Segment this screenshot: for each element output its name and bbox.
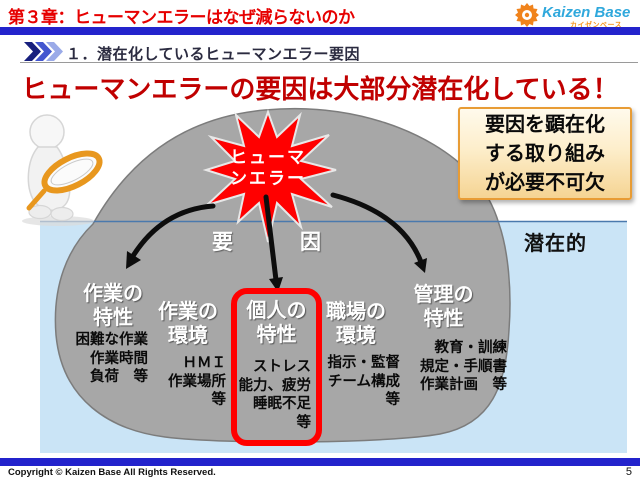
starburst-shape [202,109,337,243]
factor-group-items: 教育・訓練 規定・手順書 作業計画 等 [420,340,507,393]
latent-label: 潜在的 [524,233,587,255]
factor-group-work-characteristics: 作業の 特性 困難な作業 作業時間 負荷 等 [60,283,149,387]
factor-group-title: 管理の 特性 [413,284,474,330]
starburst-label-line: ヒューマ [230,148,306,167]
headline: ヒューマンエラーの要因は大部分潜在化している！ [21,74,619,104]
factor-group-workplace-environment: 職場の 環境 指示・監督 チーム構成 等 [312,301,400,410]
logo-text: Kaizen Base [542,4,631,21]
callout-box: 要因を顕在化 する取り組み が必要不可欠 [458,107,632,200]
factor-group-items: 困難な作業 作業時間 負荷 等 [75,332,149,385]
copyright-text: Copyright © Kaizen Base All Rights Reser… [8,467,216,478]
cause-label-right: 因 [300,231,321,254]
kaizen-base-logo: Kaizen Base カイゼンベース [514,2,634,29]
header-divider-bar [0,27,640,35]
callout-line: する取り組み [485,143,605,165]
factor-group-items: ＨＭＩ 作業場所 等 [168,355,226,408]
section-title: １．潜在化しているヒューマンエラー要因 [66,46,361,63]
factor-group-title: 作業の 特性 [83,283,143,329]
page-title: 第３章：ヒューマンエラーはなぜ減らないのか [8,8,355,27]
iceberg-shape [54,107,511,443]
triple-chevron-icon [24,42,63,61]
section-underline [20,62,638,63]
starburst-label: ヒューマ ンエラー [208,147,328,189]
factor-group-management-characteristics: 管理の 特性 教育・訓練 規定・手順書 作業計画 等 [394,284,508,395]
factor-group-items: 指示・監督 チーム構成 等 [327,355,401,408]
factor-group-title: 個人の 特性 [246,300,307,346]
cause-arrows [130,192,424,283]
starburst-label-line: ンエラー [230,169,306,188]
factor-group-personal-characteristics-highlighted: 個人の 特性 ストレス 能力、疲労 睡眠不足 等 [231,288,322,446]
cause-label-left: 要 [212,231,233,254]
callout-line: が必要不可欠 [485,172,605,194]
factor-group-items: ストレス 能力、疲労 睡眠不足 等 [238,359,312,431]
page-number: 5 [625,466,632,478]
callout-line: 要因を顕在化 [485,114,605,136]
cause-arrowheads [126,251,427,292]
gear-icon [515,3,539,27]
factor-group-title: 職場の 環境 [326,301,386,347]
footer-divider-bar [0,458,640,466]
factor-group-title: 作業の 環境 [158,301,218,347]
figure-with-magnifier-icon [22,114,103,226]
logo-subtitle: カイゼンベース [570,22,623,29]
factor-group-work-environment: 作業の 環境 ＨＭＩ 作業場所 等 [148,301,228,410]
